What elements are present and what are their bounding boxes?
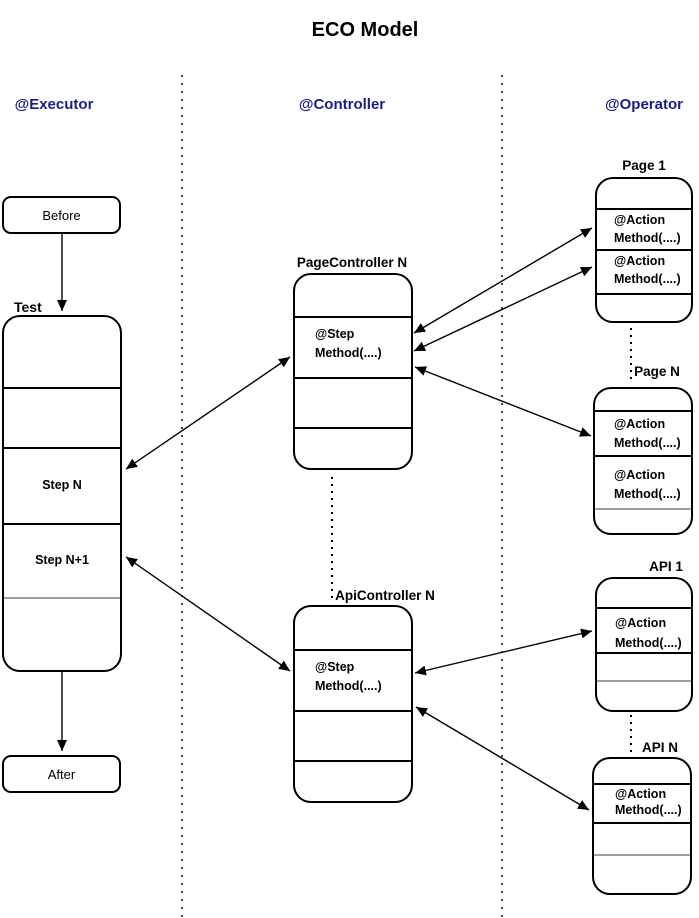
pageN-action2-section: @Action Method(....) xyxy=(595,466,691,504)
after-label: After xyxy=(47,766,76,782)
apiN-node: @Action Method(....) xyxy=(592,757,692,895)
test-step-n-section: Step N xyxy=(4,447,120,523)
apiN-action-annotation: @Action xyxy=(615,787,667,801)
api-controller-divider-1 xyxy=(295,649,411,651)
api-controller-node: @Step Method(....) xyxy=(293,605,413,803)
api-controller-step-section: @Step Method(....) xyxy=(295,658,411,696)
step-n-label: Step N xyxy=(42,478,82,492)
api1-divider-1 xyxy=(597,607,691,609)
diagram-title: ECO Model xyxy=(311,19,419,41)
api-controller-divider-3 xyxy=(295,760,411,762)
apiN-title: API N xyxy=(641,740,679,755)
page-controller-title: PageController N xyxy=(296,255,408,270)
controller-operator-separator xyxy=(501,75,503,918)
api-controller-divider-2 xyxy=(295,710,411,712)
test-divider-4 xyxy=(4,597,120,599)
api1-action-annotation: @Action xyxy=(615,616,667,630)
test-step-n1-section: Step N+1 xyxy=(4,523,120,597)
pageN-divider-3 xyxy=(595,508,691,510)
arrow-pagecontroller-pageN-action1 xyxy=(414,366,592,437)
apiN-method: Method(....) xyxy=(615,803,682,817)
apiN-divider-3 xyxy=(594,854,690,856)
api1-method: Method(....) xyxy=(615,636,682,650)
page1-action1-section: @Action Method(....) xyxy=(597,211,691,247)
page-controller-node: @Step Method(....) xyxy=(293,273,413,470)
pageN-title: Page N xyxy=(634,364,680,379)
page1-divider-2 xyxy=(597,249,691,251)
arrow-stepN-pagecontroller xyxy=(125,356,291,470)
api-controller-step-annotation: @Step xyxy=(315,660,355,674)
pageN-action1-annotation: @Action xyxy=(614,417,666,431)
test-node: Step N Step N+1 xyxy=(2,315,122,672)
test-divider-3 xyxy=(4,523,120,525)
page1-title: Page 1 xyxy=(622,158,666,173)
page-controller-divider-1 xyxy=(295,316,411,318)
api1-action-section: @Action Method(....) xyxy=(597,613,691,653)
column-header-operator: @Operator xyxy=(605,96,683,113)
arrow-pagecontroller-page1-action2 xyxy=(413,266,593,352)
page-controller-divider-2 xyxy=(295,377,411,379)
arrow-apicontroller-api1-action xyxy=(414,628,593,676)
api1-divider-2 xyxy=(597,652,691,654)
api-controller-method: Method(....) xyxy=(315,679,382,693)
page1-method1: Method(....) xyxy=(614,231,681,245)
executor-controller-separator xyxy=(181,75,183,918)
column-header-executor: @Executor xyxy=(14,96,94,113)
page1-node: @Action Method(....) @Action Method(....… xyxy=(595,177,693,323)
apiN-action-section: @Action Method(....) xyxy=(594,786,690,818)
api1-node: @Action Method(....) xyxy=(595,577,693,712)
test-divider-1 xyxy=(4,387,120,389)
api1-divider-3 xyxy=(597,680,691,682)
step-n-plus-1-label: Step N+1 xyxy=(35,553,89,567)
api-controller-title: ApiController N xyxy=(335,588,435,603)
before-node: Before xyxy=(2,196,121,234)
page1-divider-3 xyxy=(597,293,691,295)
page1-action1-annotation: @Action xyxy=(614,213,666,227)
pageN-method1: Method(....) xyxy=(614,436,681,450)
before-label: Before xyxy=(42,207,81,223)
pageN-divider-1 xyxy=(595,410,691,412)
arrow-stepN1-apicontroller xyxy=(125,556,291,672)
column-header-controller: @Controller xyxy=(298,96,386,113)
page-controller-divider-3 xyxy=(295,427,411,429)
test-label: Test xyxy=(14,299,42,315)
page1-action2-annotation: @Action xyxy=(614,254,666,268)
page-controller-step-section: @Step Method(....) xyxy=(295,325,411,363)
apiN-divider-1 xyxy=(594,783,690,785)
after-node: After xyxy=(2,755,121,793)
pageN-divider-2 xyxy=(595,455,691,457)
pageN-action2-annotation: @Action xyxy=(614,468,666,482)
apiN-divider-2 xyxy=(594,822,690,824)
pageN-action1-section: @Action Method(....) xyxy=(595,415,691,453)
api1-title: API 1 xyxy=(649,559,683,574)
page1-to-pageN-dotted-link xyxy=(630,328,632,384)
page-to-api-controller-dotted-link xyxy=(331,477,333,601)
page1-divider-1 xyxy=(597,208,691,210)
page-controller-method: Method(....) xyxy=(315,346,382,360)
test-divider-2 xyxy=(4,447,120,449)
pageN-method2: Method(....) xyxy=(614,487,681,501)
page-controller-step-annotation: @Step xyxy=(315,327,355,341)
api1-to-apiN-dotted-link xyxy=(630,715,632,757)
page1-method2: Method(....) xyxy=(614,272,681,286)
pageN-node: @Action Method(....) @Action Method(....… xyxy=(593,387,693,535)
arrow-pagecontroller-page1-action1 xyxy=(413,227,593,334)
page1-action2-section: @Action Method(....) xyxy=(597,252,691,288)
